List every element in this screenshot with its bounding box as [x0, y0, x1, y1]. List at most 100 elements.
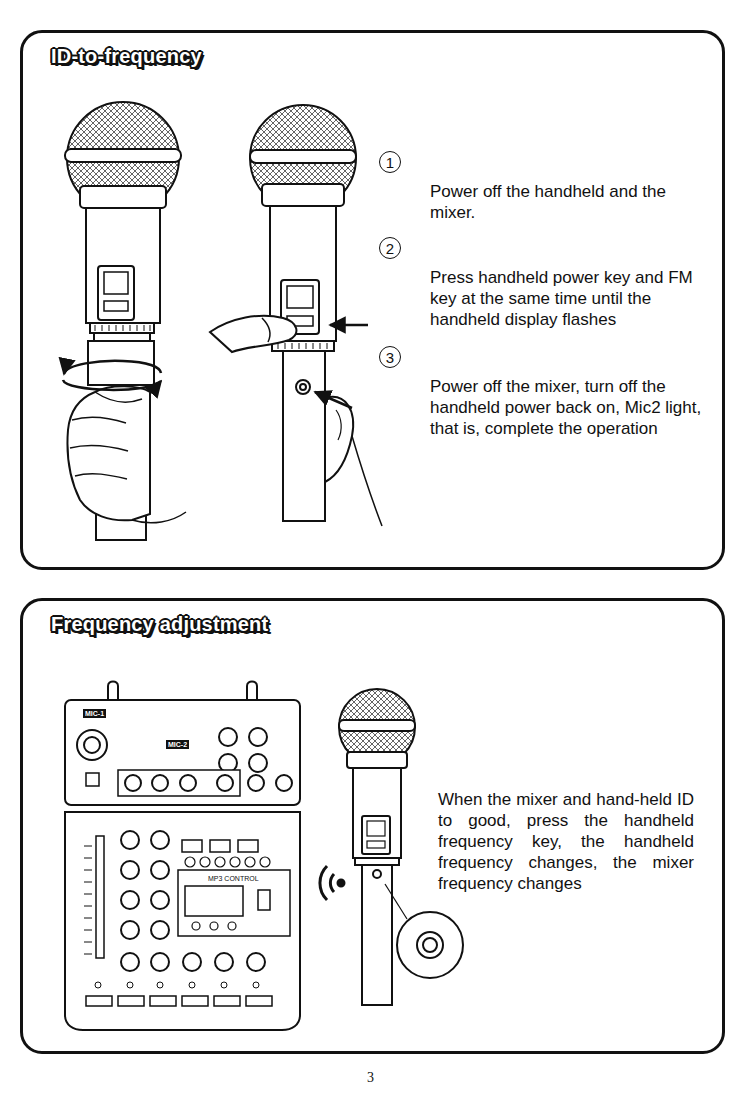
mixer-part — [219, 728, 237, 746]
microphone-right-part — [423, 938, 437, 952]
step-number: 3 — [379, 346, 401, 368]
page-number: 3 — [367, 1070, 374, 1086]
microphone-middle-part — [315, 392, 352, 408]
mixer-part — [178, 870, 290, 936]
mixer-part — [77, 730, 107, 760]
microphone-middle-part — [336, 410, 341, 440]
mixer-part — [86, 996, 112, 1006]
microphone-middle-part — [325, 397, 353, 482]
mixer-part — [151, 953, 169, 971]
mixer-part — [246, 996, 272, 1006]
panel-heading: Frequency adjustment — [51, 613, 268, 636]
microphone-middle-part — [296, 380, 310, 394]
microphone-middle-part — [352, 436, 382, 526]
microphone-right-part — [417, 932, 443, 958]
mixer-part — [253, 982, 259, 988]
mixer-part — [249, 728, 267, 746]
microphone-right-part — [355, 858, 399, 865]
mixer-part — [121, 953, 139, 971]
microphone-middle-part — [287, 286, 313, 308]
mixer-part — [151, 921, 169, 939]
microphone-left-part — [98, 266, 134, 320]
mixer-part — [189, 982, 195, 988]
mixer-part — [245, 857, 255, 867]
mixer-part — [84, 846, 92, 954]
mixer-part — [238, 840, 258, 852]
mixer-part — [86, 773, 99, 786]
microphone-middle-part — [250, 105, 356, 211]
mixer-part — [183, 953, 201, 971]
microphone-left-part — [70, 392, 142, 479]
step-number: 1 — [379, 151, 401, 173]
mixer-part — [125, 775, 141, 791]
mixer-part — [210, 840, 230, 852]
mixer-part — [230, 857, 240, 867]
step-text: Power off the handheld and the mixer. — [430, 181, 712, 223]
microphone-right-part — [385, 884, 407, 919]
mixer-part — [276, 775, 292, 791]
microphone-middle-part — [278, 343, 327, 349]
microphone-left-part — [80, 186, 166, 208]
microphone-left-part — [104, 301, 128, 311]
mixer-part — [151, 831, 169, 849]
mixer — [65, 682, 300, 1031]
microphone-middle-part — [250, 150, 356, 163]
microphone-left-part — [65, 149, 181, 162]
microphone-right-part — [347, 752, 407, 768]
instruction-panel: Frequency adjustmentWhen the mixer and h… — [20, 598, 725, 1054]
mixer-part — [65, 812, 300, 1030]
microphone-right-part — [367, 841, 385, 848]
microphone-right-part — [330, 874, 334, 892]
mixer-part — [182, 996, 208, 1006]
microphone-middle — [210, 105, 382, 526]
mixer-part — [249, 754, 267, 772]
microphone-right-part — [338, 880, 345, 887]
microphone-middle-part — [210, 316, 296, 352]
mixer-part — [118, 996, 144, 1006]
mixer-part — [182, 840, 202, 852]
microphone-left-part — [132, 512, 186, 523]
mixer-part — [84, 737, 100, 753]
step-number-text: 2 — [386, 241, 394, 256]
mixer-part — [151, 891, 169, 909]
microphone-left-part — [68, 386, 151, 520]
mixer-part — [96, 836, 104, 958]
mixer-part — [214, 996, 240, 1006]
microphone-right-part — [373, 870, 381, 878]
microphone-left-part — [64, 361, 161, 374]
microphone-middle-part — [300, 384, 306, 390]
microphone-middle-part — [262, 184, 344, 206]
mixer-part — [258, 890, 270, 910]
step-text: Press handheld power key and FM key at t… — [430, 267, 712, 330]
mixer-part — [180, 775, 196, 791]
mixer-part — [150, 996, 176, 1006]
panel-label: MP3 CONTROL — [207, 874, 260, 883]
panel-heading: ID-to-frequency — [51, 45, 202, 68]
mixer-part — [200, 857, 210, 867]
mixer-part — [108, 682, 118, 701]
mixer-part — [247, 682, 257, 701]
mixer-part — [215, 953, 233, 971]
port-label: MIC-2 — [166, 740, 189, 749]
microphone-left-part — [90, 323, 154, 333]
mixer-part — [185, 886, 243, 916]
mixer-part — [210, 922, 218, 930]
microphone-left-part — [95, 325, 150, 331]
microphone-left-part — [63, 380, 161, 390]
mixer-part — [121, 861, 139, 879]
mixer-part — [247, 953, 265, 971]
mixer-part — [65, 700, 300, 805]
microphone-left-part — [94, 333, 150, 341]
microphone-right-part — [362, 816, 390, 854]
mixer-part — [151, 861, 169, 879]
step-number-text: 3 — [386, 350, 394, 365]
microphone-middle-part — [330, 324, 368, 327]
instruction-text: When the mixer and hand-held ID to good,… — [438, 789, 694, 894]
mixer-part — [152, 775, 168, 791]
mixer-part — [192, 922, 200, 930]
mixer-part — [215, 857, 225, 867]
microphone-right-part — [362, 865, 392, 1005]
step-number-text: 1 — [386, 155, 394, 170]
